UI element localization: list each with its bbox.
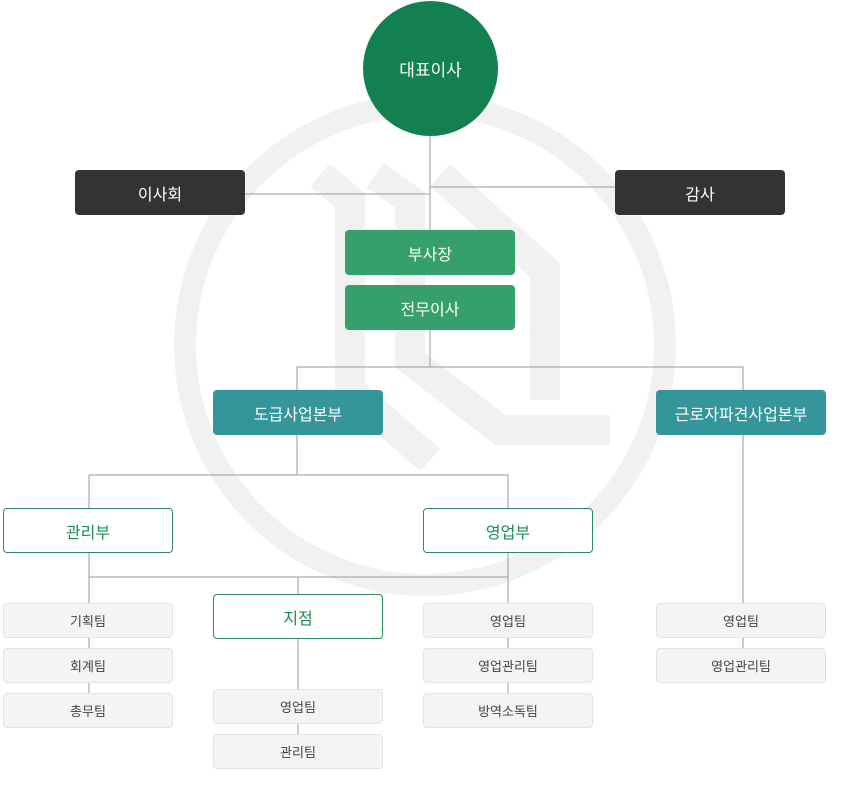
team-node: 영업관리팀 [423, 648, 593, 683]
ceo-node: 대표이사 [363, 1, 498, 136]
audit-node: 감사 [615, 170, 785, 215]
board-node: 이사회 [75, 170, 245, 215]
team-node: 영업팀 [213, 689, 383, 724]
contract-division-node: 도급사업본부 [213, 390, 383, 435]
vice-president-node: 부사장 [345, 230, 515, 275]
branch-node: 지점 [213, 594, 383, 639]
team-node: 기획팀 [3, 603, 173, 638]
team-node: 영업팀 [423, 603, 593, 638]
team-node: 영업팀 [656, 603, 826, 638]
team-node: 회계팀 [3, 648, 173, 683]
managing-director-node: 전무이사 [345, 285, 515, 330]
team-node: 방역소독팀 [423, 693, 593, 728]
management-dept-node: 관리부 [3, 508, 173, 553]
team-node: 관리팀 [213, 734, 383, 769]
team-node: 영업관리팀 [656, 648, 826, 683]
sales-dept-node: 영업부 [423, 508, 593, 553]
team-node: 총무팀 [3, 693, 173, 728]
dispatch-division-node: 근로자파견사업본부 [656, 390, 826, 435]
